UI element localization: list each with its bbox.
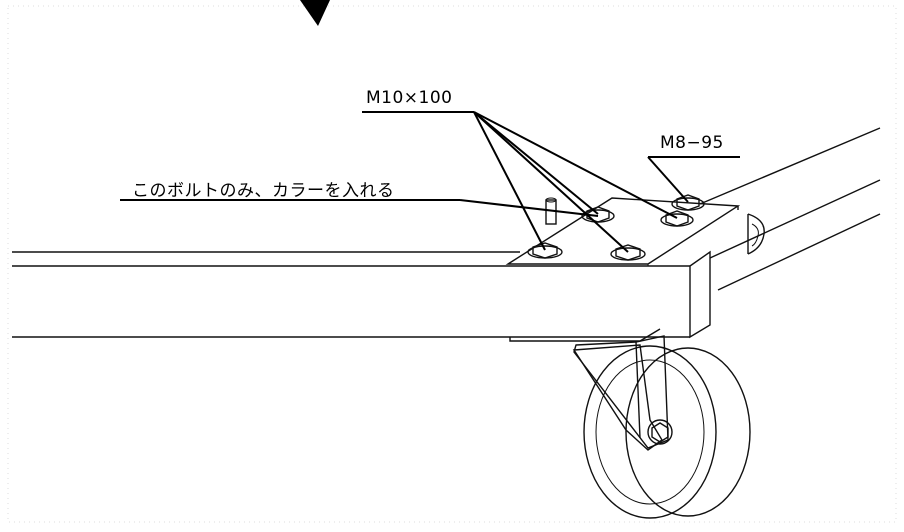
arrow-fragment-icon [300, 0, 330, 26]
bolt-front-left [527, 242, 563, 259]
frame-tube-side [699, 127, 881, 291]
bolt-spec-m10-label: M10×100 [366, 88, 453, 108]
leader-lines [120, 111, 740, 253]
sheet-border [7, 5, 897, 523]
d-ring-bracket [747, 213, 765, 255]
bolt-front-right [610, 244, 646, 261]
bolt-top-right [671, 194, 705, 211]
collar-note-label: このボルトのみ、カラーを入れる [132, 181, 395, 201]
bolt-rear-left [581, 206, 615, 223]
bolt-rear-right [660, 210, 694, 227]
bolt-spec-m8-label: M8−95 [660, 133, 724, 153]
frame-tube-front [12, 250, 711, 339]
caster-assembly [509, 328, 751, 519]
